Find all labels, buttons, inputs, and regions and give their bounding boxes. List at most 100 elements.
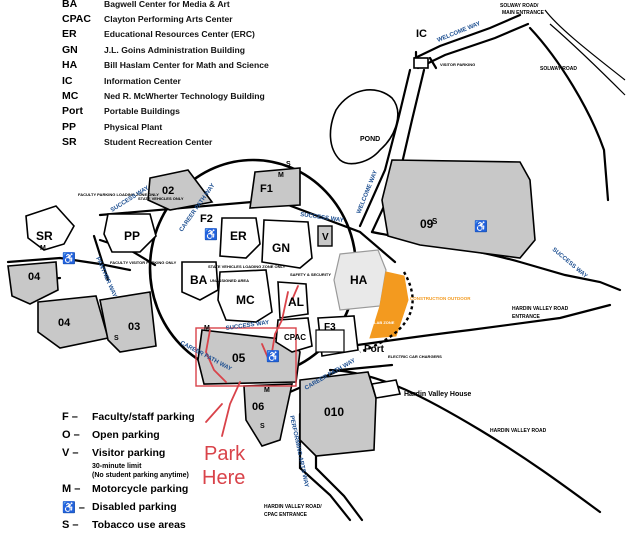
note-safety: SAFETY & SECURITY (290, 272, 331, 277)
lot-06 (243, 383, 293, 447)
label-pp: PP (124, 229, 140, 243)
key-open: O – Open parking (62, 429, 160, 441)
label-v: V (322, 232, 329, 243)
label-lot-06: 06 (252, 401, 264, 413)
label-lot-04a: 04 (28, 271, 41, 283)
label-port: Port (364, 344, 385, 355)
label-pond: POND (360, 136, 380, 143)
legend-abbr: GN (62, 43, 78, 56)
label-m-sr: M (40, 245, 46, 252)
legend-name: Bagwell Center for Media & Art (104, 0, 230, 9)
key-tobacco: S – Tobacco use areas (62, 519, 186, 531)
legend-name: Bill Haslam Center for Math and Science (104, 60, 269, 71)
annotation-here: Here (202, 467, 245, 489)
label-lot-03: 03 (128, 321, 140, 333)
legend-name: Student Recreation Center (104, 137, 213, 148)
note-visitor-parking: VISITOR PARKING (440, 62, 475, 67)
note-construction: CONSTRUCTION OUTDOOR (410, 296, 471, 301)
building-cpac (275, 317, 313, 353)
red-annotation (205, 285, 299, 437)
label-ha: HA (350, 273, 368, 287)
building-gn (261, 219, 313, 269)
legend-abbr: IC (62, 74, 73, 87)
legend-row: HA Bill Haslam Center for Math and Scienc… (62, 58, 269, 73)
label-m-06: M (264, 387, 270, 394)
label-ic: IC (416, 28, 427, 40)
legend-row: SR Student Recreation Center (62, 135, 269, 150)
building-er (219, 217, 261, 259)
label-lot-05: 05 (232, 351, 246, 365)
key-visitor-limit: 30-minute limit (92, 463, 142, 470)
lot-04a (7, 261, 59, 305)
legend-abbr: Port (62, 105, 83, 118)
note-lab-zone: LAB ZONE (374, 320, 395, 325)
disabled-icon: ♿ (266, 350, 280, 363)
lot-02 (147, 169, 214, 211)
building-ic (413, 57, 429, 69)
label-hv-house: Hardin Valley House (404, 391, 471, 398)
legend-abbr: HA (62, 59, 78, 72)
port-area (315, 329, 345, 353)
label-s-09: S (432, 217, 438, 226)
construction-dashes (359, 271, 414, 354)
note-state-loading: STATE VEHICLES LOADING ZONE ONLY (208, 264, 286, 269)
label-al: AL (288, 295, 304, 309)
road-label-solway: SOLWAY ROAD (540, 66, 577, 72)
label-gn: GN (272, 241, 290, 255)
legend-abbr: ER (62, 28, 77, 41)
construction-area (369, 271, 409, 339)
legend-name: Portable Buildings (104, 106, 180, 117)
key-disabled: ♿ – Disabled parking (62, 501, 177, 514)
parking-key: F – Faculty/staff parking O – Open parki… (62, 408, 195, 534)
note-state-vehicles: STATE VEHICLES ONLY (138, 196, 184, 201)
label-cpac: CPAC (284, 333, 306, 342)
label-m-05: M (204, 325, 210, 332)
legend-name: Clayton Performing Arts Center (104, 14, 233, 25)
lot-v (317, 225, 333, 247)
building-al (277, 281, 309, 319)
lot-09 (381, 159, 536, 259)
pond (329, 89, 399, 165)
lot-03 (99, 291, 157, 353)
building-ba (181, 261, 219, 301)
legend-name: Physical Plant (104, 121, 163, 132)
note-faculty-loading: FACULTY PARKING LOADING ZONE ONLY (78, 192, 159, 197)
disabled-icon: ♿ (204, 228, 218, 241)
building-mc (217, 269, 273, 323)
key-visitor: V – Visitor parking (62, 447, 166, 459)
key-motorcycle: M – Motorcycle parking (62, 483, 189, 495)
road-label-hv-entrance-1: HARDIN VALLEY ROAD (512, 306, 569, 312)
label-lot-010: 010 (324, 405, 344, 419)
lot-f1 (249, 167, 301, 209)
road-label-solway-main-1: SOLWAY ROAD/ (500, 3, 539, 9)
road-label-hv-cpac-1: HARDIN VALLEY ROAD/ (264, 504, 322, 510)
legend-row: BA Bagwell Center for Media & Art (62, 0, 269, 11)
label-s-06: S (260, 423, 265, 430)
label-lot-04b: 04 (58, 317, 71, 329)
label-er: ER (230, 229, 247, 243)
note-unassigned: UNASSIGNED AREA (210, 278, 249, 283)
legend-abbr: SR (62, 136, 77, 149)
disabled-icon: ♿ (62, 501, 76, 514)
legend-row: Port Portable Buildings (62, 104, 269, 119)
building-hv-house (370, 379, 402, 399)
label-mc: MC (236, 293, 255, 307)
legend-abbr: BA (62, 0, 78, 10)
legend-abbr: MC (62, 90, 79, 103)
label-ba: BA (190, 273, 208, 287)
label-s-f1: S (286, 161, 291, 168)
disabled-icon: ♿ (474, 220, 488, 233)
key-faculty: F – Faculty/staff parking (62, 411, 195, 423)
road-label-hv-entrance-2: ENTRANCE (512, 314, 540, 320)
label-lot-09: 09 (420, 217, 434, 231)
key-visitor-note: (No student parking anytime) (92, 472, 189, 479)
legend-abbr: CPAC (62, 13, 91, 26)
legend-name: J.L. Goins Administration Building (104, 44, 245, 55)
lot-010 (299, 371, 377, 457)
note-faculty-visitor: FACULTY VISITOR PARKING ONLY (110, 260, 177, 265)
annotation-park: Park (204, 443, 246, 465)
